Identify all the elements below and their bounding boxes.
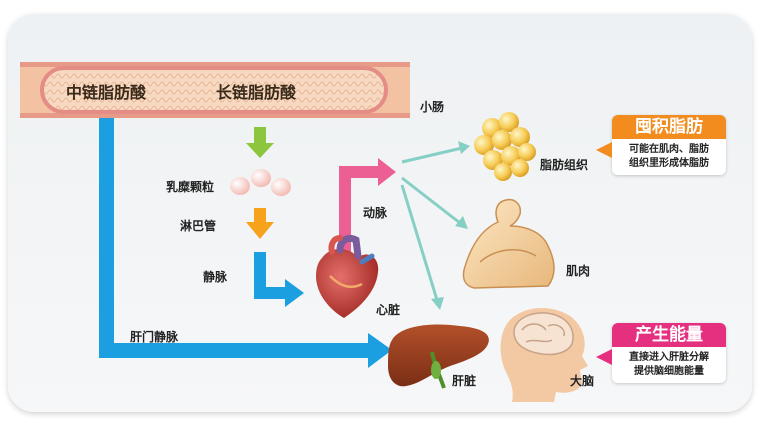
liver-icon: [388, 324, 489, 389]
produce-energy-line-1: 直接进入肝脏分解: [629, 352, 709, 363]
produce-energy-line-2: 提供脑细胞能量: [634, 366, 704, 377]
adipose-icon: [474, 112, 536, 181]
small-intestine-label: 小肠: [420, 100, 445, 114]
mct-label: 中链脂肪酸: [66, 83, 147, 102]
produce-energy-description: 直接进入肝脏分解 提供脑细胞能量: [612, 347, 726, 383]
artery-label: 动脉: [363, 206, 388, 220]
green-down-arrow: [246, 127, 274, 158]
store-fat-badge: 囤积脂肪 可能在肌肉、脂肪 组织里形成体脂肪: [612, 115, 726, 175]
chylomicron-label: 乳糜颗粒: [166, 180, 215, 194]
distribution-arrows: [400, 141, 470, 310]
produce-energy-badge: 产生能量 直接进入肝脏分解 提供脑细胞能量: [612, 323, 726, 383]
lct-label: 长链脂肪酸: [216, 83, 297, 102]
heart-icon: [316, 234, 379, 318]
muscle-label: 肌肉: [566, 264, 591, 278]
vein-arrow: [254, 252, 304, 307]
muscle-arm-icon: [462, 198, 555, 289]
orange-down-arrow: [246, 208, 274, 239]
chylomicron-particles: [230, 169, 291, 196]
store-fat-line-2: 组织里形成体脂肪: [629, 158, 709, 169]
adipose-label: 脂肪组织: [540, 158, 589, 172]
brain-label: 大脑: [570, 374, 595, 388]
store-fat-description: 可能在肌肉、脂肪 组织里形成体脂肪: [612, 139, 726, 175]
produce-energy-title: 产生能量: [612, 323, 726, 347]
vein-label: 静脉: [203, 270, 228, 284]
lymph-label: 淋巴管: [180, 219, 217, 233]
portal-vein-label: 肝门静脉: [130, 330, 179, 344]
heart-label: 心脏: [376, 303, 401, 317]
intestine-tube: [20, 62, 410, 118]
portal-vein-arrow: [99, 118, 392, 368]
liver-label: 肝脏: [452, 374, 477, 388]
brain-head-icon: [500, 307, 588, 402]
store-fat-title: 囤积脂肪: [612, 115, 726, 139]
store-fat-line-1: 可能在肌肉、脂肪: [629, 144, 709, 155]
